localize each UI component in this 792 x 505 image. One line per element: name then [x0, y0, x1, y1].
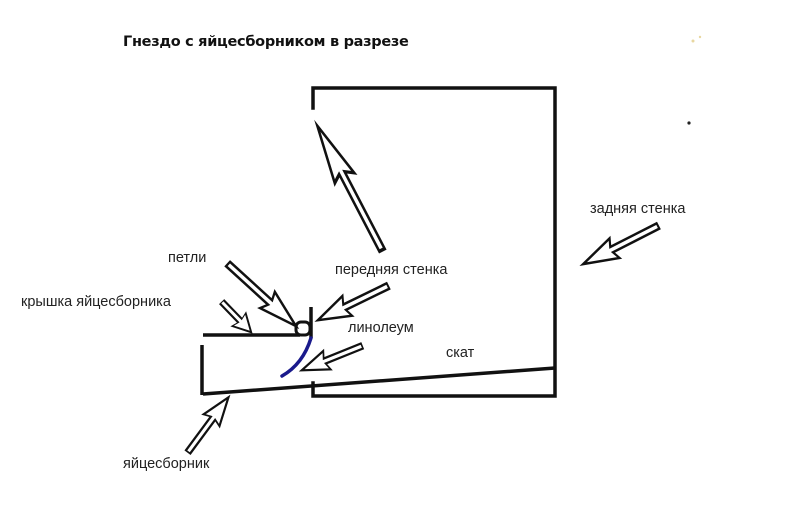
arrow-back-wall: [576, 214, 665, 276]
label-slope: скат: [446, 345, 475, 361]
arrow-front-wall-up: [305, 119, 394, 257]
label-linoleum: линолеум: [348, 320, 414, 336]
label-egg-collector-lid: крышка яйцесборника: [21, 294, 171, 310]
label-hinges: петли: [168, 250, 207, 266]
slope-line: [202, 366, 556, 396]
arrow-egg-collector: [179, 390, 238, 459]
label-back-wall: задняя стенка: [590, 201, 686, 217]
stray-dot: [687, 121, 691, 125]
linoleum-curve: [280, 336, 313, 378]
label-egg-collector: яйцесборник: [123, 456, 210, 472]
nest-box-outline: [311, 86, 557, 398]
label-front-wall: передняя стенка: [335, 262, 448, 278]
arrow-egg-collector-lid: [214, 294, 259, 340]
hinge-icon: [294, 320, 312, 337]
stray-dot-faint: [698, 35, 702, 39]
diagram-title: Гнездо с яйцесборником в разрезе: [123, 34, 409, 50]
stray-dot-faint: [691, 39, 695, 43]
arrow-hinges: [219, 254, 305, 336]
